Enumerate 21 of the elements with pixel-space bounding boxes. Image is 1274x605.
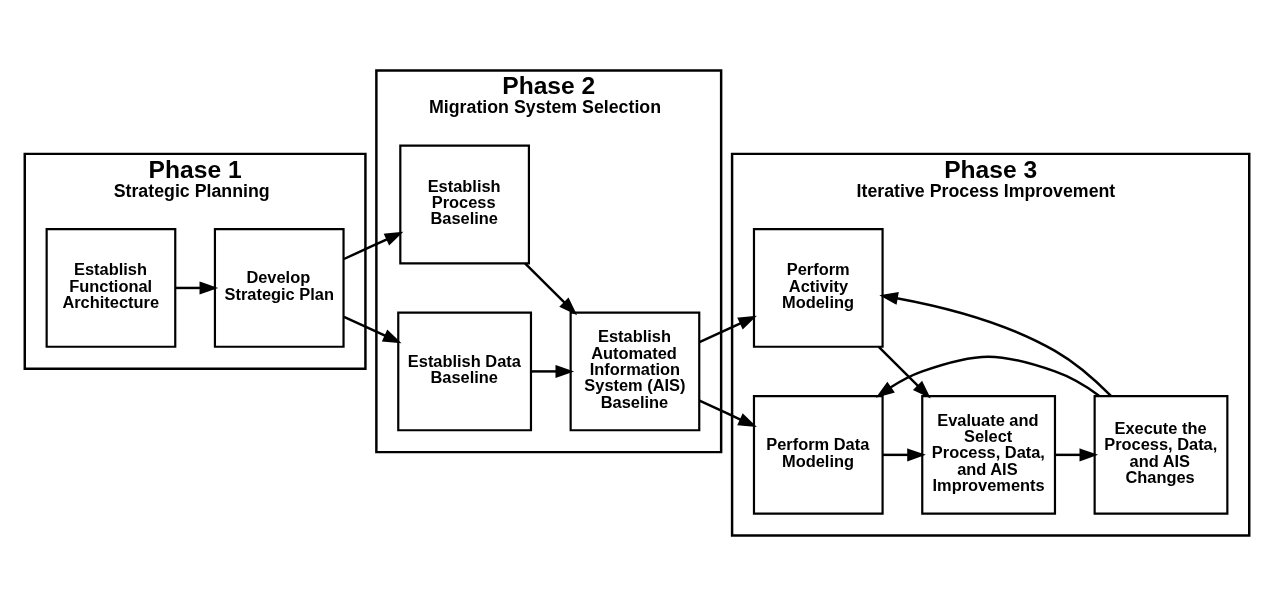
arrow: [698, 398, 757, 427]
node-box: Evaluate and Select Process, Data, and AIS Improvements: [921, 394, 1057, 515]
arrow: [343, 315, 402, 343]
node-box: Perform Data Modeling: [752, 394, 884, 515]
arrow: [343, 231, 404, 260]
arrow: [875, 354, 1100, 398]
arrow: [1055, 447, 1099, 461]
arrow: [175, 280, 219, 294]
node-box: Establish Functional Architecture: [45, 227, 177, 348]
node-box: Develop Strategic Plan: [213, 227, 345, 348]
node-box: Establish Data Baseline: [397, 311, 533, 431]
node-box: Execute the Process, Data, and AIS Changes: [1093, 394, 1229, 515]
node-box: Establish Automated Information System (AIS) Baseline: [569, 311, 701, 431]
arrow: [531, 364, 575, 378]
node-box: Perform Activity Modeling: [752, 227, 884, 348]
node-box: Establish Process Baseline: [399, 144, 530, 264]
arrow: [879, 291, 1112, 397]
arrow: [877, 345, 931, 399]
arrow: [524, 261, 578, 315]
arrow: [698, 315, 757, 343]
arrow: [883, 447, 926, 461]
